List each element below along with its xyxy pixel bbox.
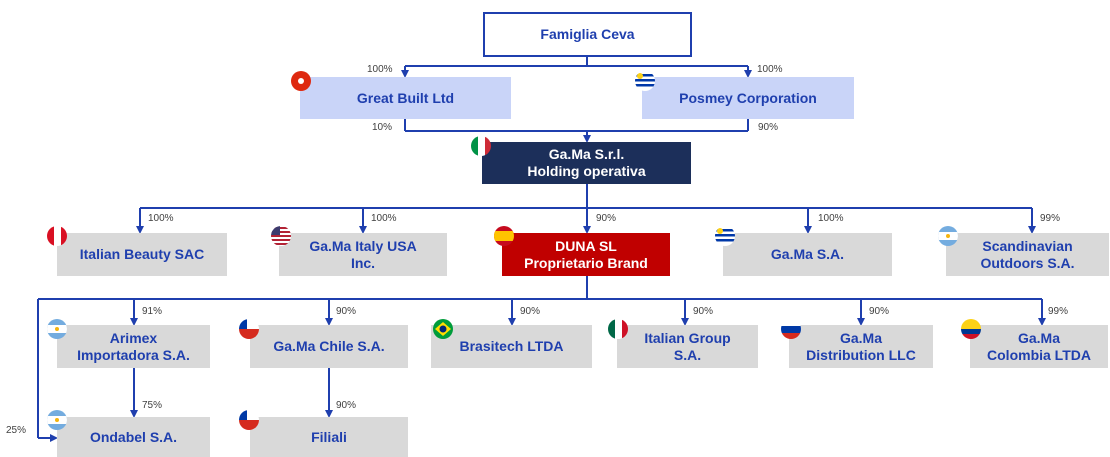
pct-ondabel-arimex: 75%: [142, 400, 163, 411]
node-famiglia-ceva: Famiglia Ceva: [483, 12, 692, 57]
chile-flag-icon: [239, 319, 259, 339]
argentina-flag-icon: [938, 226, 958, 246]
uruguay-flag-icon: [635, 71, 655, 91]
node-gama-distribution: Ga.Ma Distribution LLC: [789, 325, 933, 368]
chile-flag-icon: [239, 410, 259, 430]
node-ondabel: Ondabel S.A.: [57, 417, 210, 457]
pct-gama-distribution: 90%: [869, 306, 890, 317]
pct-scandinavian: 99%: [1040, 213, 1061, 224]
node-label: DUNA SL Proprietario Brand: [524, 237, 648, 271]
pct-posmey-gama-srl: 90%: [758, 122, 779, 133]
node-label: Italian Beauty SAC: [79, 246, 205, 262]
node-label: Great Built Ltd: [356, 89, 455, 106]
pct-brasitech: 90%: [520, 306, 541, 317]
pct-famiglia-posmey: 100%: [757, 64, 783, 75]
pct-italian-beauty: 100%: [148, 213, 174, 224]
node-duna: DUNA SL Proprietario Brand: [502, 233, 670, 276]
node-great-built: Great Built Ltd: [300, 77, 511, 119]
node-gama-srl: Ga.Ma S.r.l. Holding operativa: [482, 142, 691, 184]
node-label: Ga.Ma Colombia LTDA: [987, 329, 1091, 363]
pct-gama-chile: 90%: [336, 306, 357, 317]
node-brasitech: Brasitech LTDA: [431, 325, 592, 368]
node-gama-chile: Ga.Ma Chile S.A.: [250, 325, 408, 368]
node-posmey: Posmey Corporation: [642, 77, 854, 119]
peru-flag-icon: [47, 226, 67, 246]
pct-gama-sa: 100%: [818, 213, 844, 224]
node-label: Brasitech LTDA: [459, 338, 564, 354]
node-gama-colombia: Ga.Ma Colombia LTDA: [970, 325, 1108, 368]
node-label: Ga.Ma S.r.l. Holding operativa: [527, 146, 646, 179]
pct-arimex: 91%: [142, 306, 163, 317]
node-italian-group: Italian Group S.A.: [617, 325, 758, 368]
node-label: Famiglia Ceva: [540, 26, 635, 42]
pct-gama-usa: 100%: [371, 213, 397, 224]
pct-famiglia-great-built: 100%: [367, 64, 393, 75]
node-label: Arimex Importadora S.A.: [77, 329, 190, 363]
node-gama-usa: Ga.Ma Italy USA Inc.: [279, 233, 447, 276]
node-arimex: Arimex Importadora S.A.: [57, 325, 210, 368]
node-label: Filiali: [311, 428, 347, 445]
node-label: Italian Group S.A.: [644, 329, 731, 363]
pct-duna: 90%: [596, 213, 617, 224]
node-filiali: Filiali: [250, 417, 408, 457]
brazil-flag-icon: [433, 319, 453, 339]
node-label: Ga.Ma Chile S.A.: [273, 338, 385, 354]
node-label: Ga.Ma S.A.: [770, 246, 845, 262]
hong-kong-flag-icon: [291, 71, 311, 91]
node-scandinavian: Scandinavian Outdoors S.A.: [946, 233, 1109, 276]
colombia-flag-icon: [961, 319, 981, 339]
node-label: Ondabel S.A.: [89, 428, 178, 445]
pct-italian-group: 90%: [693, 306, 714, 317]
node-label: Ga.Ma Italy USA Inc.: [309, 237, 417, 271]
uruguay-flag-icon: [715, 226, 735, 246]
pct-great-built-gama-srl: 10%: [372, 122, 393, 133]
russia-flag-icon: [781, 319, 801, 339]
node-gama-sa: Ga.Ma S.A.: [723, 233, 892, 276]
argentina-flag-icon: [47, 410, 67, 430]
pct-ondabel-duna: 25%: [6, 425, 27, 436]
node-italian-beauty: Italian Beauty SAC: [57, 233, 227, 276]
node-label: Ga.Ma Distribution LLC: [806, 329, 916, 363]
spain-flag-icon: [494, 226, 514, 246]
node-label: Posmey Corporation: [679, 89, 817, 106]
node-label: Scandinavian Outdoors S.A.: [980, 237, 1075, 271]
mexico-flag-icon: [608, 319, 628, 339]
italy-flag-icon: [471, 136, 491, 156]
argentina-flag-icon: [47, 319, 67, 339]
usa-flag-icon: [271, 226, 291, 246]
pct-filiali: 90%: [336, 400, 357, 411]
pct-gama-colombia: 99%: [1048, 306, 1069, 317]
